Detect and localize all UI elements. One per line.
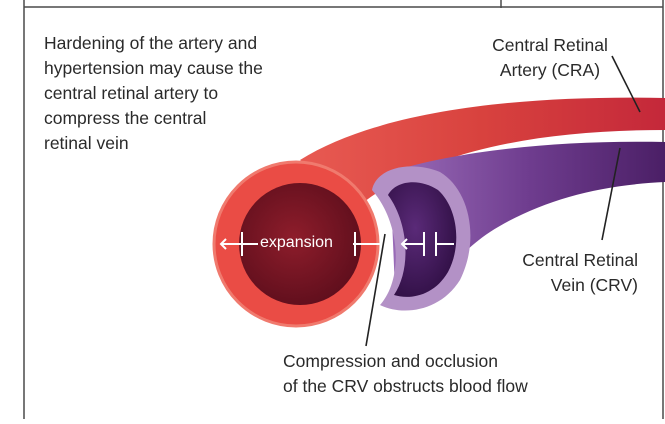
occlusion-note: Compression and occlusion of the CRV obs… [283, 349, 528, 399]
cra-label-line: Artery (CRA) [470, 58, 630, 83]
note-line: compress the central [44, 106, 263, 131]
crv-label-line: Vein (CRV) [480, 273, 638, 298]
cra-label: Central Retinal Artery (CRA) [470, 33, 630, 83]
note-line: hypertension may cause the [44, 56, 263, 81]
crv-label-line: Central Retinal [480, 248, 638, 273]
cra-label-line: Central Retinal [470, 33, 630, 58]
occlusion-note-line: Compression and occlusion [283, 349, 528, 374]
occlusion-note-line: of the CRV obstructs blood flow [283, 374, 528, 399]
note-line: Hardening of the artery and [44, 31, 263, 56]
note-line: retinal vein [44, 131, 263, 156]
crv-label: Central Retinal Vein (CRV) [480, 248, 638, 298]
note-line: central retinal artery to [44, 81, 263, 106]
expansion-label: expansion [260, 233, 333, 253]
mechanism-note: Hardening of the artery and hypertension… [44, 31, 263, 156]
